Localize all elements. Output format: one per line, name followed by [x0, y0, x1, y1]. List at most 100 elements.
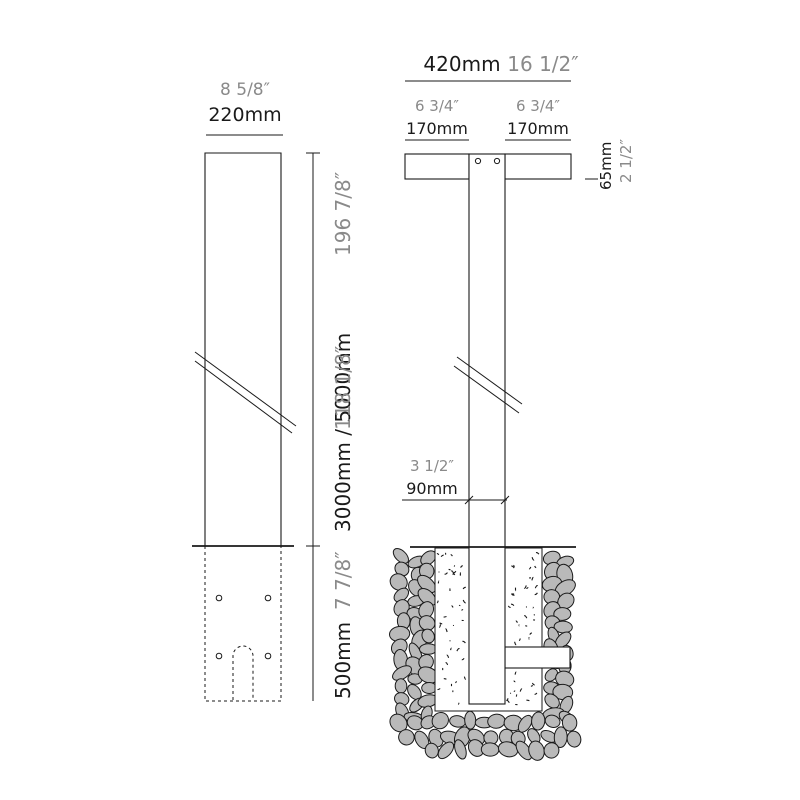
gravel-stone	[561, 713, 578, 732]
concrete-speck	[531, 576, 534, 581]
side-view: 8 5/8″ 220mm	[192, 80, 320, 702]
gravel-stone	[454, 739, 467, 760]
front-arm-right	[504, 153, 572, 180]
gravel-stone	[543, 742, 560, 759]
concrete-speck	[513, 680, 516, 683]
concrete-speck	[439, 622, 443, 625]
concrete-speck	[436, 553, 440, 556]
concrete-speck	[446, 654, 450, 658]
concrete-speck	[452, 570, 457, 574]
gravel-stone	[393, 587, 410, 603]
front-post-width-inch: 3 1/2″	[410, 457, 454, 475]
gravel-stone	[392, 548, 409, 564]
gravel-stone	[531, 711, 546, 731]
concrete-speck	[511, 565, 515, 569]
concrete-speck	[451, 570, 454, 573]
concrete-speck	[529, 632, 533, 635]
gravel-stone	[552, 683, 574, 701]
front-bolt-icon	[474, 157, 482, 165]
front-post-width-tick-left	[464, 495, 474, 505]
side-height-below-mm: 500mm	[331, 622, 355, 699]
side-buried-outline	[204, 546, 282, 702]
concrete-speck	[506, 699, 510, 704]
concrete-speck	[444, 572, 448, 575]
concrete-speck	[535, 551, 540, 555]
side-bolt-hole-icon	[264, 594, 272, 602]
concrete-speck	[515, 620, 518, 623]
concrete-speck	[448, 568, 451, 571]
gravel-stone	[389, 573, 408, 591]
side-break-line-lower	[194, 360, 293, 434]
concrete-speck	[443, 615, 447, 618]
front-arm-left-inch: 6 3/4″	[415, 97, 459, 115]
concrete-speck	[530, 685, 533, 687]
concrete-speck	[462, 599, 466, 604]
concrete-speck	[440, 554, 444, 558]
concrete-speck	[519, 688, 523, 692]
concrete-speck	[443, 678, 447, 680]
concrete-speck	[462, 640, 466, 644]
side-width-mm: 220mm	[208, 104, 281, 126]
front-arm-thickness-inch: 2 1/2″	[617, 139, 635, 183]
concrete-speck	[438, 624, 442, 628]
anchor-plate	[504, 646, 571, 669]
concrete-speck	[534, 692, 538, 695]
concrete-texture	[436, 551, 540, 706]
gravel-stone	[421, 628, 435, 644]
front-arm-thickness-mm: 65mm	[597, 142, 615, 190]
concrete-speck	[445, 628, 448, 633]
concrete-speck	[532, 606, 534, 609]
gravel-stone	[464, 710, 477, 730]
gravel-stone	[394, 678, 408, 694]
gravel-stone	[544, 714, 561, 728]
front-arm-left-mm: 170mm	[406, 119, 468, 138]
side-bolt-hole-icon	[264, 652, 272, 660]
concrete-speck	[534, 584, 538, 589]
concrete-speck	[436, 600, 439, 604]
gravel-stone	[449, 715, 467, 728]
side-bolt-hole-icon	[215, 594, 223, 602]
front-total-width-inch: 16 1/2″	[507, 52, 578, 76]
gravel-stone	[424, 742, 439, 759]
concrete-speck	[531, 682, 535, 686]
concrete-speck	[507, 605, 511, 608]
side-cable-slot	[232, 645, 254, 700]
concrete-speck	[452, 573, 455, 576]
front-post-width-mm: 90mm	[406, 479, 458, 498]
concrete-speck	[463, 676, 467, 680]
gravel-stone	[398, 729, 415, 746]
gravel-stone	[437, 741, 455, 760]
gravel-stone	[566, 730, 582, 748]
concrete-speck	[461, 608, 464, 611]
concrete-speck	[526, 586, 529, 589]
gravel-stone	[517, 714, 533, 733]
concrete-speck	[526, 699, 530, 702]
concrete-speck	[445, 662, 449, 666]
front-view: 420mm 16 1/2″ 6 3/4″ 170mm 6 3/4″ 170mm …	[389, 52, 598, 761]
concrete-speck	[450, 554, 453, 557]
concrete-speck	[525, 606, 528, 608]
concrete-speck	[451, 605, 454, 608]
gravel-stone	[392, 665, 412, 681]
concrete-speck	[437, 688, 441, 691]
concrete-speck	[455, 681, 458, 684]
side-break-line-upper	[194, 351, 297, 427]
concrete-speck	[457, 702, 460, 705]
side-bolt-hole-icon	[215, 652, 223, 660]
gravel-stones	[389, 548, 582, 761]
concrete-speck	[460, 565, 463, 568]
concrete-speck	[523, 585, 527, 589]
side-height-above-alt-inch: 196 7/8″	[331, 172, 355, 256]
gravel-stone	[467, 739, 485, 757]
concrete-speck	[528, 566, 532, 570]
gravel-stone	[480, 742, 500, 757]
front-arm-left	[404, 153, 470, 180]
concrete-speck	[513, 564, 515, 567]
concrete-speck	[513, 690, 516, 693]
front-break-line-upper	[456, 356, 523, 405]
concrete-speck	[444, 552, 447, 555]
concrete-speck	[462, 586, 466, 590]
side-height-above-mm: 3000mm / 5000mm	[331, 333, 355, 532]
front-post	[468, 153, 506, 705]
